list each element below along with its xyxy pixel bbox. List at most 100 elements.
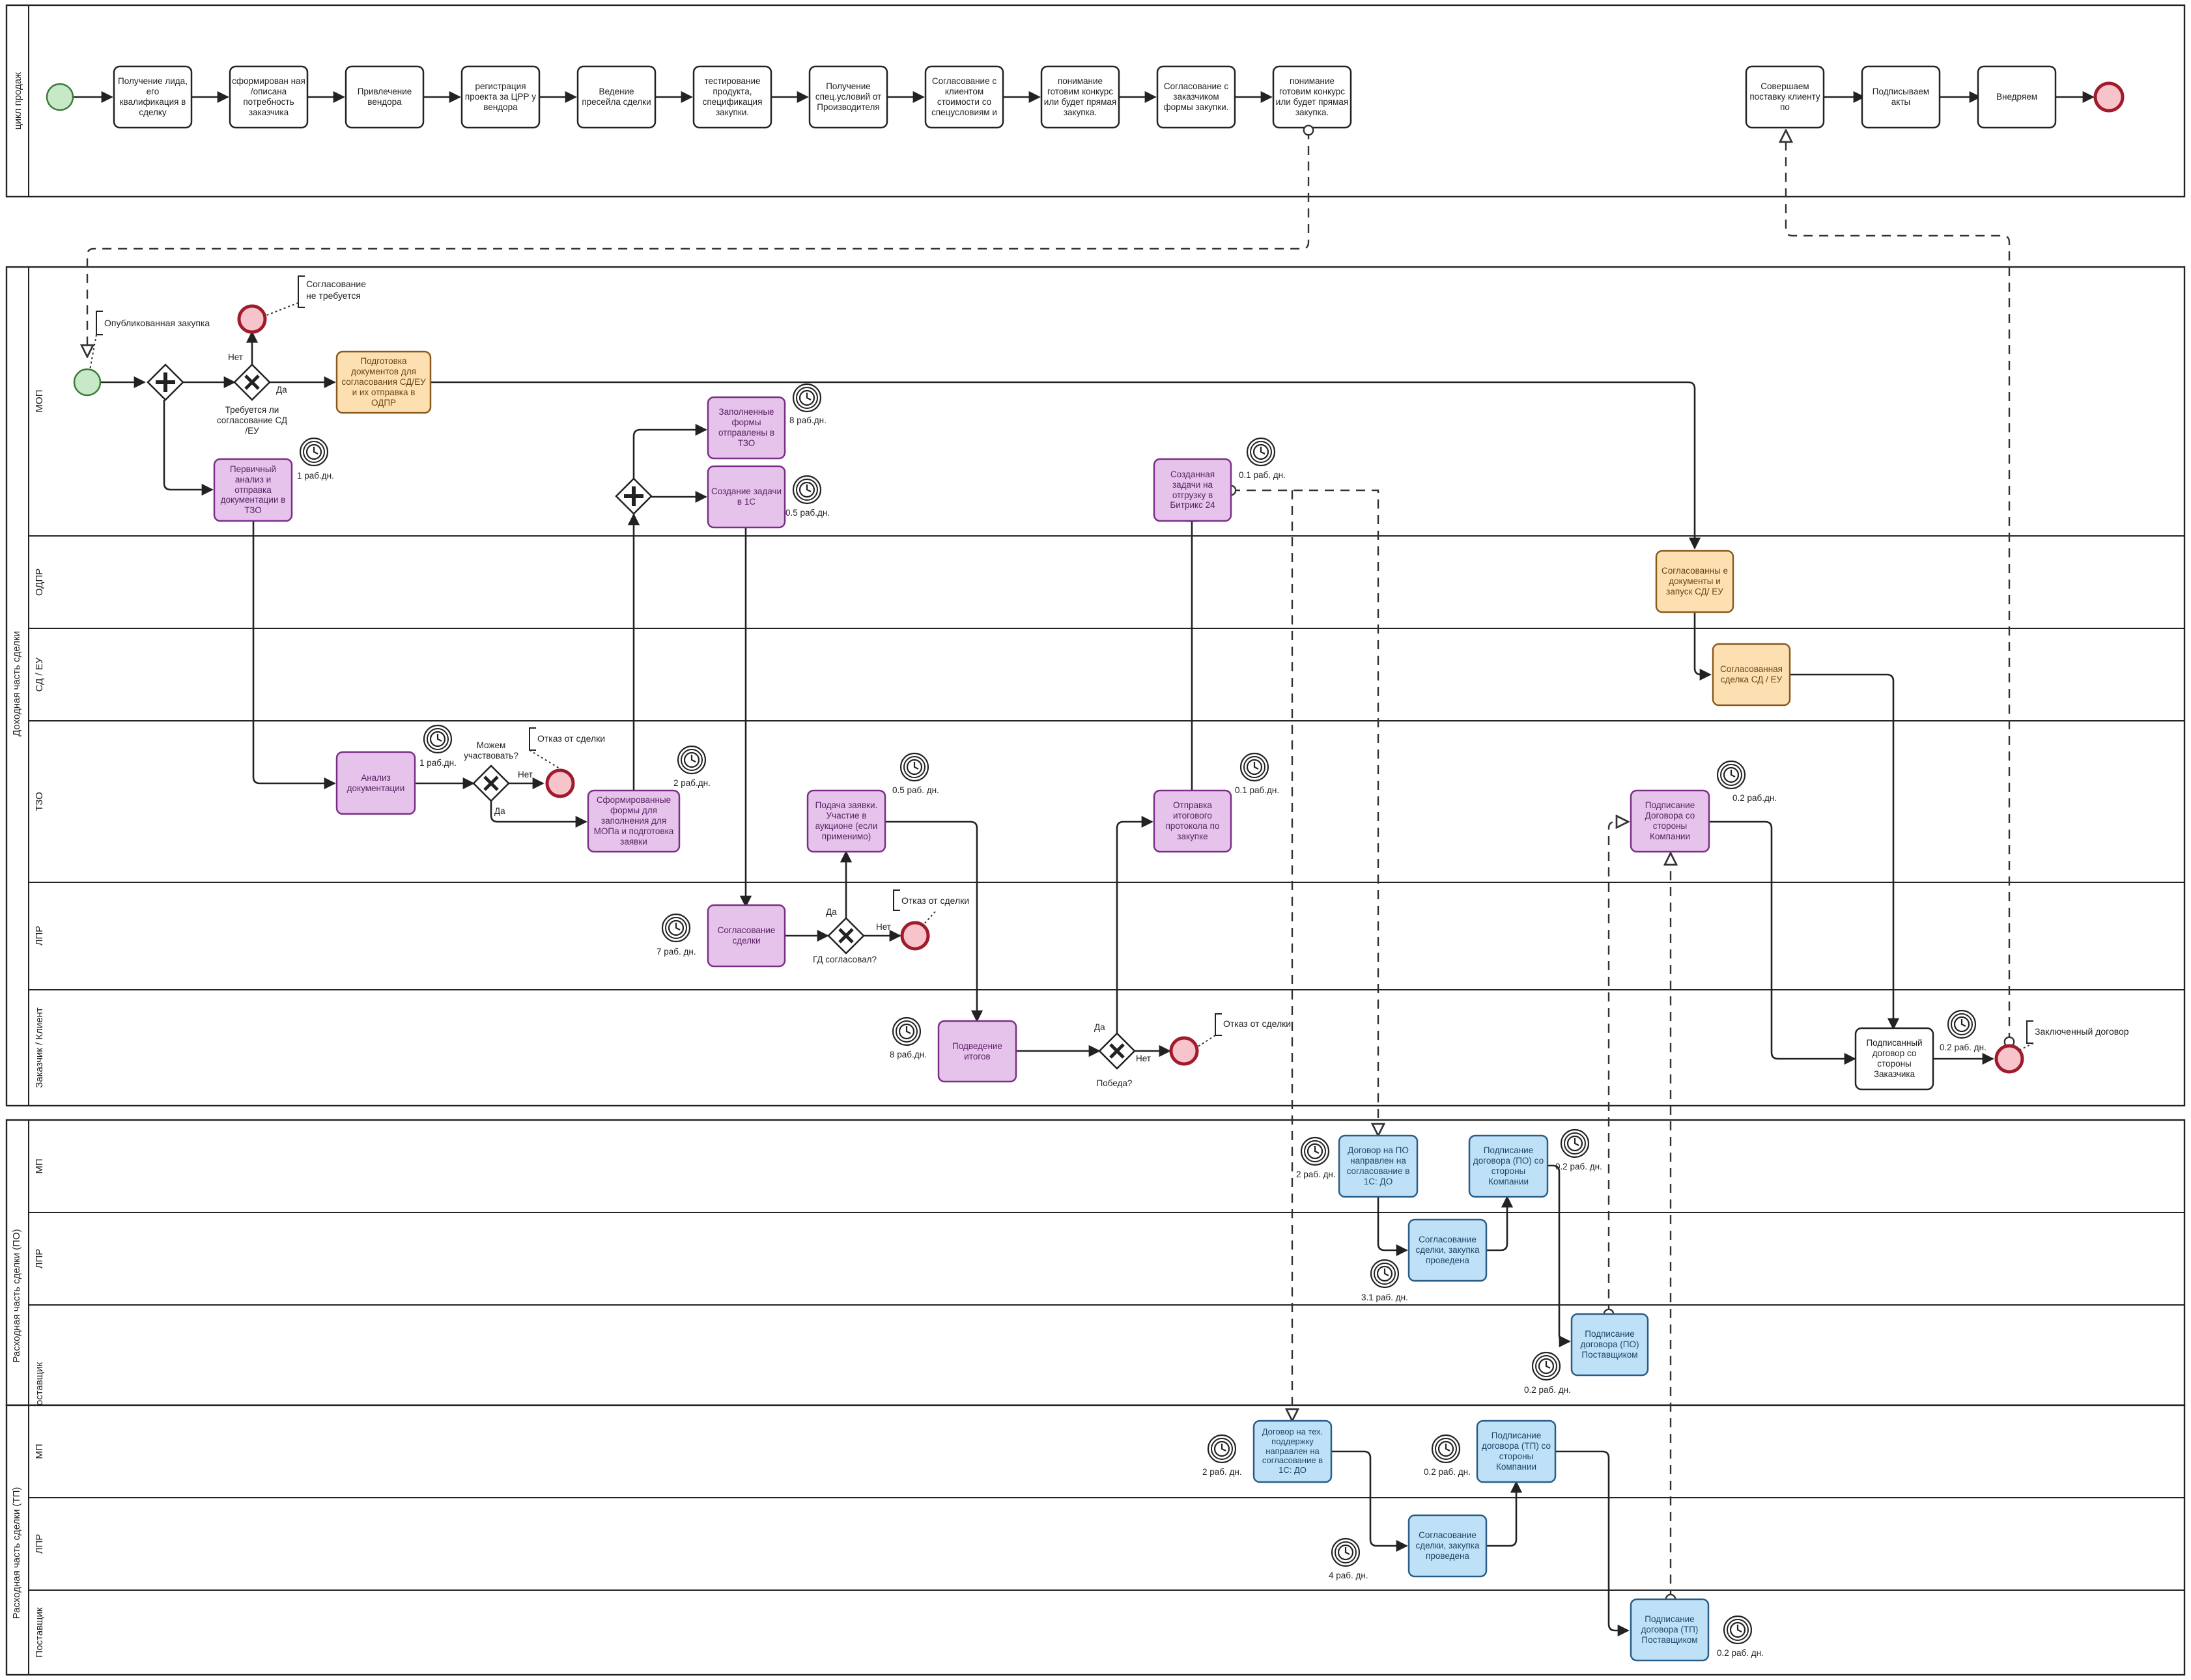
label-no-3: Нет <box>876 922 891 932</box>
task-tp-contract[interactable]: Договор на тех. поддержку направлен на с… <box>1252 1420 1333 1483</box>
timer-label: 0.2 раб. дн. <box>1555 1162 1602 1171</box>
timer-icon <box>1331 1537 1361 1567</box>
lane-label-tp-lpr: ЛПР <box>34 1534 45 1554</box>
timer-label: 7 раб. дн. <box>657 947 696 957</box>
timer-icon <box>1239 752 1269 782</box>
lane-label-po-lpr: ЛПР <box>34 1249 45 1269</box>
cycle-task-8[interactable]: Согласование с клиентом стоимости со спе… <box>924 65 1004 129</box>
timer-icon <box>1716 760 1746 790</box>
task-agreed-deal-label: Согласованная сделка СД / ЕУ <box>1720 664 1783 684</box>
cycle-end-event <box>2093 81 2125 113</box>
task-create-1c[interactable]: Создание задачи в 1С <box>707 465 786 529</box>
pool-label-sales-cycle: цикл продаж <box>12 72 23 130</box>
pool-expense-po: Расходная часть сделки (ПО) МП ЛПР остав… <box>5 1119 2186 1407</box>
timer-label: 0.2 раб. дн. <box>1717 1648 1764 1658</box>
task-doc-analysis[interactable]: Анализ документации <box>335 751 416 815</box>
task-tp-contract-label: Договор на тех. поддержку направлен на с… <box>1262 1426 1323 1476</box>
cycle-task-14[interactable]: Внедряем <box>1977 65 2057 129</box>
pool-expense-tp: Расходная часть сделки (ТП) МП ЛПР Поста… <box>5 1404 2186 1676</box>
task-po-sign-company[interactable]: Подписание договора (ПО) со стороны Комп… <box>1468 1134 1549 1198</box>
task-agreed-docs[interactable]: Согласованны е документы и запуск СД/ ЕУ <box>1655 550 1734 613</box>
task-bitrix[interactable]: Созданная задачи на отгрузку в Битрикс 2… <box>1153 458 1232 522</box>
cycle-task-4[interactable]: регистрация проекта за ЦРР у вендора <box>460 65 541 129</box>
timer-label: 0.2 раб. дн. <box>1424 1467 1471 1477</box>
task-tp-supplier[interactable]: Подписание договора (ТП) Поставщиком <box>1630 1598 1710 1662</box>
lane-label-po-supplier: оставщик <box>34 1362 45 1405</box>
task-results[interactable]: Подведение итогов <box>937 1020 1017 1083</box>
message-flows <box>87 130 2009 1599</box>
task-final-protocol[interactable]: Отправка итогового протокола по закупке <box>1153 789 1232 853</box>
task-bid[interactable]: Подача заявки. Участие в аукционе (если … <box>806 789 886 853</box>
label-yes-1: Да <box>276 385 287 395</box>
exclusive-gateway-participate <box>472 764 510 802</box>
task-agreed-deal[interactable]: Согласованная сделка СД / ЕУ <box>1712 643 1791 707</box>
label-need-approval-3: /ЕУ <box>245 426 259 436</box>
task-tp-supplier-label: Подписание договора (ТП) Поставщиком <box>1641 1614 1699 1645</box>
lane-label-po-mp: МП <box>34 1158 45 1173</box>
task-po-lpr[interactable]: Согласование сделки, закупка проведена <box>1407 1218 1488 1282</box>
cycle-task-9-label: понимание готовим конкурс или будет прям… <box>1043 76 1117 117</box>
cycle-task-9[interactable]: понимание готовим конкурс или будет прям… <box>1040 65 1120 129</box>
concluded-end-event <box>1994 1044 2024 1074</box>
cycle-task-13[interactable]: Подписываем акты <box>1861 65 1941 129</box>
task-sign-company[interactable]: Подписание Договора со стороны Компании <box>1630 789 1710 853</box>
timer-icon <box>423 724 453 754</box>
cycle-task-2-label: сформирован ная /описана потребность зак… <box>232 76 305 117</box>
timer-icon <box>677 745 707 775</box>
timer-label: 8 раб.дн. <box>890 1050 927 1059</box>
cycle-task-6[interactable]: тестирование продукта, спецификация заку… <box>692 65 772 129</box>
task-po-supplier[interactable]: Подписание договора (ПО) Поставщиком <box>1570 1313 1649 1377</box>
annotation-published: Опубликованная закупка <box>104 318 210 328</box>
timer-label: 4 раб. дн. <box>1329 1571 1368 1580</box>
cycle-task-1[interactable]: Получение лида, его квалификация в сделк… <box>113 65 193 129</box>
timer-icon <box>1531 1351 1561 1381</box>
cycle-task-5[interactable]: Ведение пресейла сделки <box>576 65 657 129</box>
exclusive-gateway-victory <box>1098 1032 1136 1070</box>
cycle-start-event <box>46 83 74 111</box>
task-po-contract[interactable]: Договор на ПО направлен на согласование … <box>1338 1134 1419 1198</box>
lane-label-tzo: ТЗО <box>34 792 45 811</box>
task-formed-forms[interactable]: Сформированные формы для заполнения для … <box>587 789 681 853</box>
cycle-task-13-label: Подписываем акты <box>1872 87 1930 107</box>
timer-icon <box>792 475 822 505</box>
task-forms-sent-label: Заполненные формы отправлены в ТЗО <box>718 407 775 448</box>
task-deal-approval[interactable]: Согласование сделки <box>707 904 786 968</box>
task-tp-lpr[interactable]: Согласование сделки, закупка проведена <box>1407 1514 1488 1578</box>
task-primary-analysis[interactable]: Первичный анализ и отправка документации… <box>213 458 293 522</box>
task-agreed-docs-label: Согласованны е документы и запуск СД/ ЕУ <box>1661 566 1729 596</box>
income-flow-edges <box>100 331 1994 1065</box>
annotation-refusal-2: Отказ от сделки <box>901 895 969 906</box>
timer-icon <box>299 437 329 467</box>
task-tp-sign-company-label: Подписание договора (ТП) со стороны Комп… <box>1482 1431 1551 1472</box>
cycle-task-7-label: Получение спец.условий от Производителя <box>815 81 882 112</box>
cycle-task-7[interactable]: Получение спец.условий от Производителя <box>808 65 888 129</box>
task-signed-client[interactable]: Подписанный договор со стороны Заказчика <box>1854 1027 1934 1091</box>
cycle-task-3[interactable]: Привлечение вендора <box>345 65 425 129</box>
refusal-end-event-2 <box>900 921 930 951</box>
cycle-task-10[interactable]: Согласование с заказчиком формы закупки. <box>1156 65 1236 129</box>
lane-label-client: Заказчик / Клиент <box>34 1007 45 1088</box>
cycle-task-14-label: Внедряем <box>1996 92 2037 102</box>
task-bitrix-label: Созданная задачи на отгрузку в Битрикс 2… <box>1170 469 1215 511</box>
timer-label: 0.5 раб.дн. <box>785 508 830 518</box>
cycle-task-12[interactable]: Совершаем поставку клиенту по <box>1745 65 1825 129</box>
label-victory: Победа? <box>1097 1078 1133 1088</box>
cycle-task-8-label: Согласование с клиентом стоимости со спе… <box>931 76 997 117</box>
pool-label-tp: Расходная часть сделки (ТП) <box>11 1487 22 1619</box>
task-prep-docs[interactable]: Подготовка документов для согласования С… <box>335 350 432 414</box>
cycle-task-6-label: тестирование продукта, спецификация заку… <box>702 76 763 117</box>
timer-label: 2 раб. дн. <box>1202 1467 1242 1477</box>
task-bid-label: Подача заявки. Участие в аукционе (если … <box>815 800 878 841</box>
cycle-task-11[interactable]: понимание готовим конкурс или будет прям… <box>1272 65 1352 129</box>
parallel-gateway-2 <box>615 477 653 515</box>
parallel-gateway-1 <box>147 363 184 401</box>
lane-label-tp-mp: МП <box>34 1444 45 1459</box>
task-tp-sign-company[interactable]: Подписание договора (ТП) со стороны Комп… <box>1476 1420 1557 1483</box>
cycle-task-2[interactable]: сформирован ная /описана потребность зак… <box>229 65 309 129</box>
task-forms-sent[interactable]: Заполненные формы отправлены в ТЗО <box>707 396 786 460</box>
cycle-task-11-label: понимание готовим конкурс или будет прям… <box>1275 76 1349 117</box>
lane-label-sd: СД / ЕУ <box>34 657 45 692</box>
task-doc-analysis-label: Анализ документации <box>346 772 405 793</box>
task-primary-analysis-label: Первичный анализ и отправка документации… <box>220 464 286 516</box>
